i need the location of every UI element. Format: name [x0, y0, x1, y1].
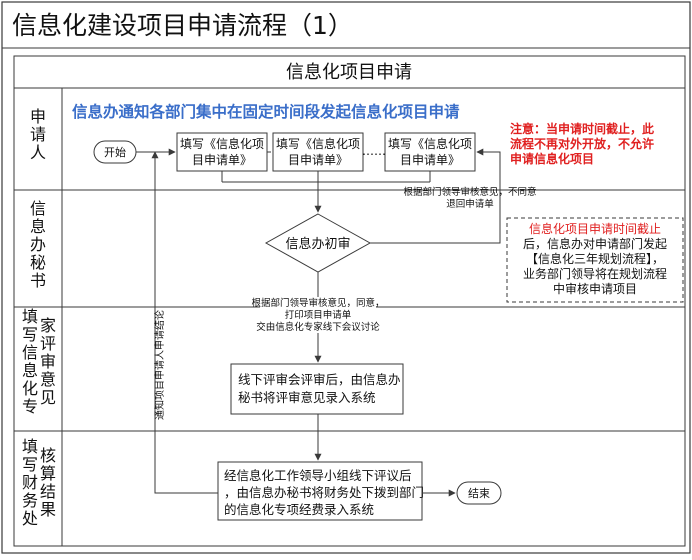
form-box-2[interactable]: 填写《信息化项 目申请单》	[272, 132, 364, 172]
end-node[interactable]	[456, 481, 502, 505]
edge-reject	[370, 148, 501, 244]
notify-label: 通知项目申请人申请结论	[153, 310, 166, 420]
expert-box[interactable]	[230, 363, 404, 415]
edge-notify	[151, 151, 218, 494]
page-title: 信息化建设项目申请流程（1）	[12, 11, 353, 40]
expert-text: 线下评审会评审后，由信息办秘书将评审意见录入系统	[238, 372, 401, 405]
svg-text:目申请单》: 目申请单》	[192, 153, 252, 167]
start-label: 开始	[104, 145, 126, 159]
form-box-3[interactable]: 填写《信息化项 目申请单》	[384, 132, 476, 172]
subtitle-bar	[13, 55, 686, 89]
svg-text:目申请单》: 目申请单》	[288, 153, 348, 167]
deadline-info-text: 信息化项目申请时间截止后，信息办对申请部门发起【信息化三年规划流程】，业务部门领…	[523, 221, 667, 296]
reject-label: 根据部门领导审核意见，不同意退回申请单	[403, 186, 536, 210]
swimlane-grid	[13, 87, 686, 547]
lane-2-col-0: 填写信息化专	[22, 307, 38, 416]
lane-label-secretary: 信息办秘书	[30, 199, 46, 290]
finance-text: 经信息化工作领导小组线下评议后，由信息办秘书将财务处下拨到部门的信息化专项经费录…	[224, 468, 424, 517]
deadline-info-box	[506, 217, 684, 303]
banner-text: 信息办通知各部门集中在固定时间段发起信息化项目申请	[72, 102, 460, 121]
lane-3-col-0: 填写财务处	[22, 437, 38, 528]
approve-label-bg	[260, 297, 376, 333]
lane-3-col-1: 核算结果	[40, 446, 56, 519]
deadline-note: 注意：当申请时间截止，此流程不再对外开放，不允许申请信息化项目	[510, 121, 654, 166]
finance-box[interactable]	[217, 461, 423, 521]
svg-text:填写《信息化项: 填写《信息化项	[180, 136, 264, 151]
form-box-1[interactable]: 填写《信息化项 目申请单》	[176, 132, 268, 172]
subtitle: 信息化项目申请	[286, 62, 412, 83]
lane-2-col-1: 家评审意见	[40, 316, 56, 407]
review-label: 信息办初审	[285, 236, 350, 252]
end-label: 结束	[468, 487, 490, 500]
lane-label-applicant: 申请人	[30, 107, 46, 162]
svg-text:填写《信息化项: 填写《信息化项	[276, 136, 360, 151]
svg-text:填写《信息化项: 填写《信息化项	[388, 136, 472, 151]
ellipsis: ……	[362, 144, 386, 158]
svg-text:目申请单》: 目申请单》	[400, 153, 460, 167]
approve-label: 根据部门领导审核意见，同意，打印项目申请单交由信息化专家线下会议讨论	[251, 297, 384, 333]
